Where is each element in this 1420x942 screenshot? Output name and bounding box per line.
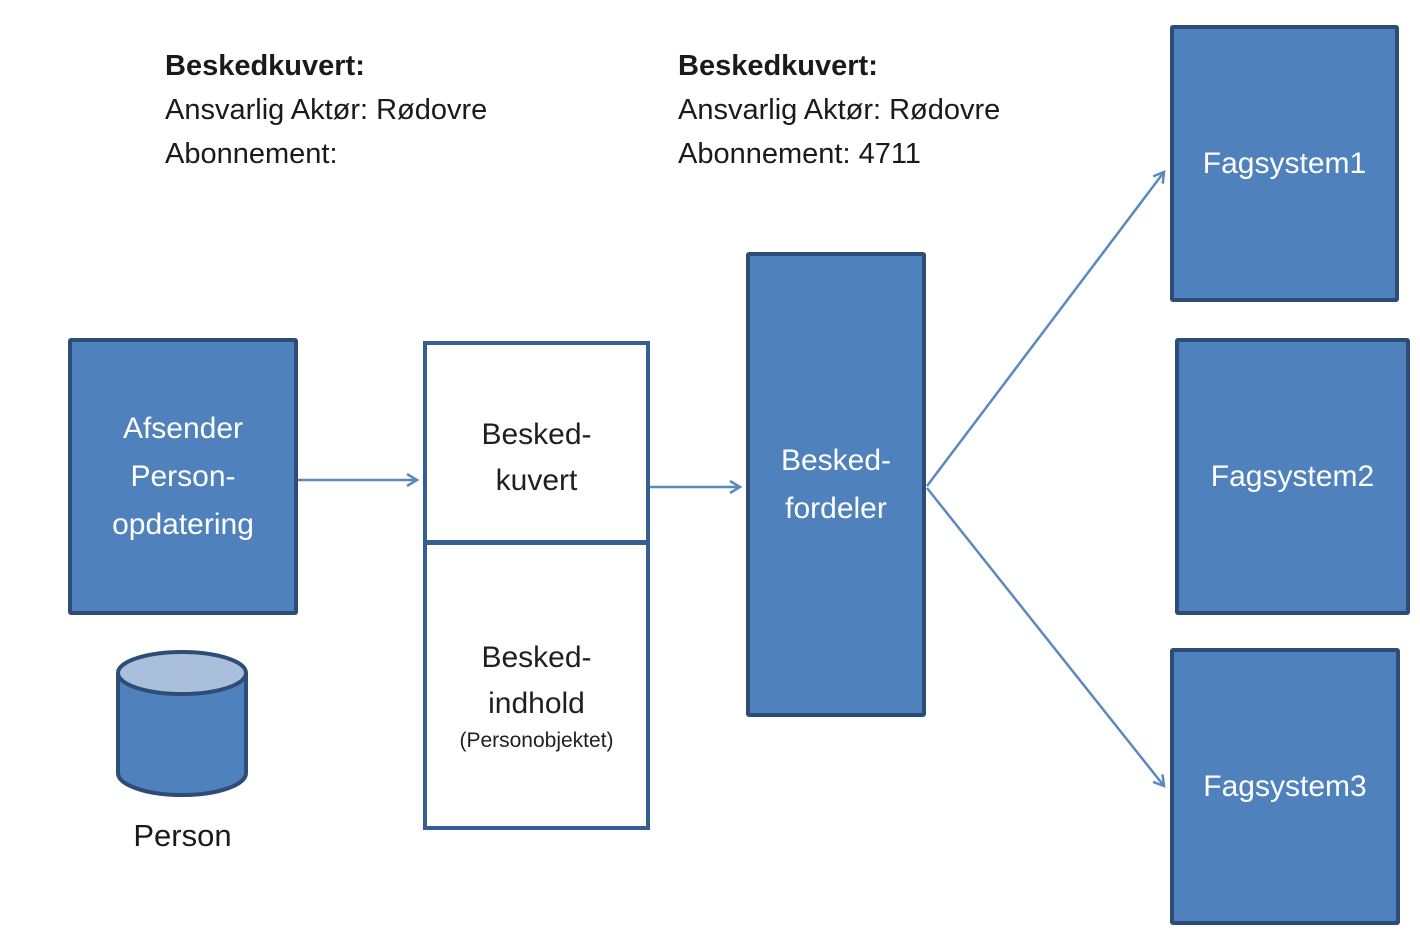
annotation-left-actor: Ansvarlig Aktør: Rødovre — [165, 94, 488, 126]
annotation-right-title: Beskedkuvert: — [678, 50, 878, 82]
beskedfordeler-label-line1: Besked- — [780, 443, 892, 477]
annotation-left-subscription: Abonnement: — [165, 138, 338, 170]
annotation-left-title: Beskedkuvert: — [165, 50, 365, 82]
fagsystem2-label: Fagsystem2 — [1210, 459, 1375, 493]
node-fagsystem2: Fagsystem2 — [1175, 338, 1410, 615]
beskedkuvert-label-line2: kuvert — [495, 463, 578, 497]
beskedindhold-label-line2: indhold — [488, 687, 585, 720]
afsender-label-line3: opdatering — [112, 507, 254, 541]
annotation-beskedkuvert-right: Beskedkuvert: Ansvarlig Aktør: Rødovre A… — [678, 44, 1000, 176]
afsender-label-line1: Afsender — [122, 411, 244, 445]
connector-fordeler-to-fagsystem1 — [926, 170, 1166, 487]
beskedfordeler-label-line2: fordeler — [785, 491, 887, 525]
fagsystem3-label: Fagsystem3 — [1203, 769, 1367, 803]
beskedindhold-label-line1: Besked- — [481, 641, 592, 674]
annotation-beskedkuvert-left: Beskedkuvert: Ansvarlig Aktør: Rødovre A… — [165, 44, 487, 176]
person-database-cylinder-icon — [116, 650, 248, 797]
beskedkuvert-label-line1: Besked- — [481, 417, 592, 451]
envelope-section-kuvert: Besked- kuvert — [427, 375, 646, 540]
annotation-right-actor: Ansvarlig Aktør: Rødovre — [678, 94, 1001, 126]
envelope-section-indhold: Besked- indhold (Personobjektet) — [427, 595, 646, 795]
node-afsender-personopdatering: Afsender Person- opdatering — [68, 338, 298, 615]
annotation-right-subscription: Abonnement: 4711 — [678, 138, 921, 170]
node-besked-envelope: Besked- kuvert Besked- indhold (Personob… — [423, 341, 650, 830]
afsender-label-line2: Person- — [130, 459, 236, 493]
beskedindhold-note: (Personobjektet) — [459, 729, 614, 752]
node-fagsystem3: Fagsystem3 — [1170, 648, 1400, 925]
node-beskedfordeler: Besked- fordeler — [746, 252, 926, 717]
envelope-divider — [427, 540, 646, 545]
fagsystem1-label: Fagsystem1 — [1202, 146, 1367, 180]
person-database-label: Person — [133, 818, 232, 853]
connector-fordeler-to-fagsystem3 — [926, 487, 1166, 788]
node-fagsystem1: Fagsystem1 — [1170, 25, 1399, 302]
